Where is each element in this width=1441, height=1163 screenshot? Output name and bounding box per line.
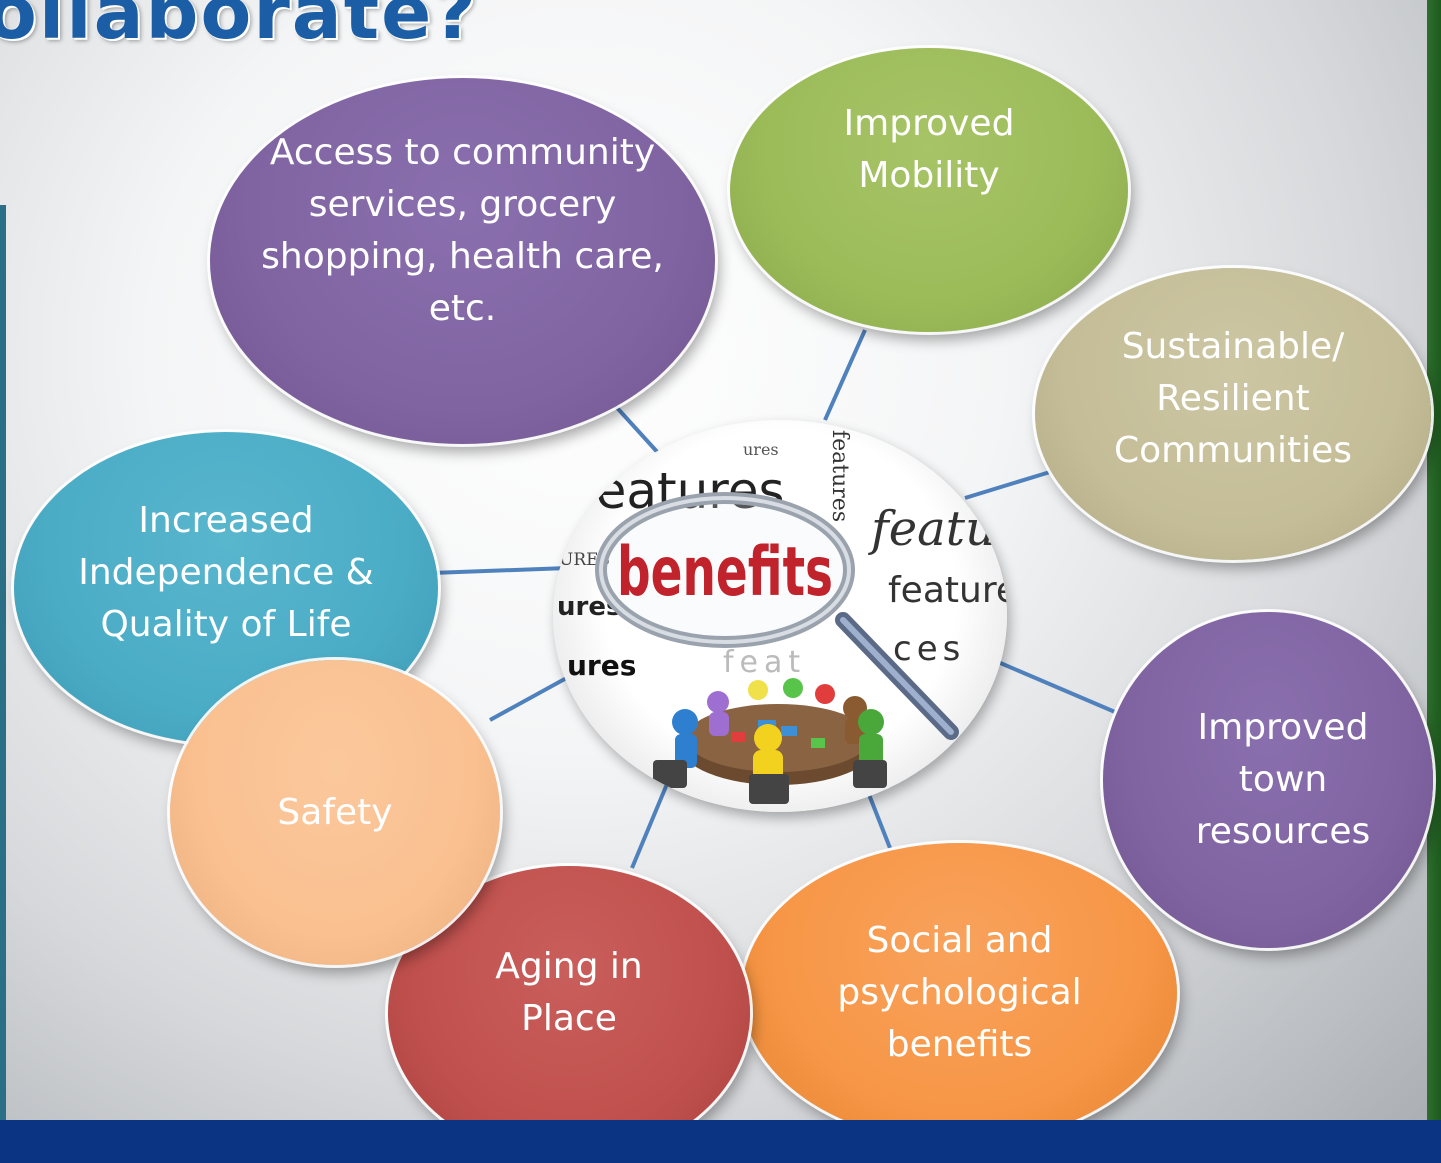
bubble-social-label: Social and psychological benefits: [837, 920, 1082, 1065]
bubble-access-label: Access to community services, grocery sh…: [261, 132, 664, 329]
bubble-access: Access to community services, grocery sh…: [210, 78, 715, 444]
bubble-safety: Safety: [170, 660, 500, 965]
word-ures-2: ures: [567, 649, 636, 682]
connector-access: [608, 398, 662, 457]
connector-safety: [489, 673, 573, 722]
bubble-aging-label: Aging in Place: [495, 946, 643, 1039]
word-features-top: features: [578, 462, 785, 520]
word-feat-faded: feat: [723, 645, 806, 680]
bubble-mobility: Improved Mobility: [730, 48, 1128, 332]
word-ces: ces: [893, 629, 965, 669]
connector-social: [866, 791, 892, 849]
word-ures-3: ures: [743, 440, 779, 459]
word-feature-script: feature: [868, 501, 1007, 557]
word-features-vertical: features: [827, 430, 852, 522]
connector-mobility: [823, 329, 867, 421]
right-accent-bar: [1427, 0, 1441, 1163]
benefits-hub-image: features features feature features ures …: [553, 420, 1007, 812]
connector-independence: [431, 566, 569, 575]
magnifying-glass-icon: [595, 492, 959, 740]
slide-title: ollaborate?: [0, 0, 479, 56]
bubble-sustainable: Sustainable/ Resilient Communities: [1035, 268, 1431, 560]
connector-sustainable: [964, 470, 1051, 500]
word-features-right: features: [888, 570, 1007, 611]
left-accent-bar: [0, 205, 6, 1130]
bubble-town: Improved town resources: [1103, 612, 1433, 948]
bubble-safety-label: Safety: [277, 791, 393, 833]
benefits-main-word: benefits: [617, 533, 833, 612]
bubble-mobility-label: Improved Mobility: [843, 103, 1015, 196]
meeting-table-icon: [653, 678, 887, 804]
footer-bar: [0, 1120, 1441, 1163]
bubble-town-label: Improved town resources: [1195, 707, 1371, 852]
bubble-sustainable-label: Sustainable/ Resilient Communities: [1114, 326, 1352, 471]
bubble-independence-label: Increased Independence & Quality of Life: [78, 500, 374, 645]
bubble-social: Social and psychological benefits: [742, 843, 1177, 1143]
connector-town: [997, 660, 1116, 714]
